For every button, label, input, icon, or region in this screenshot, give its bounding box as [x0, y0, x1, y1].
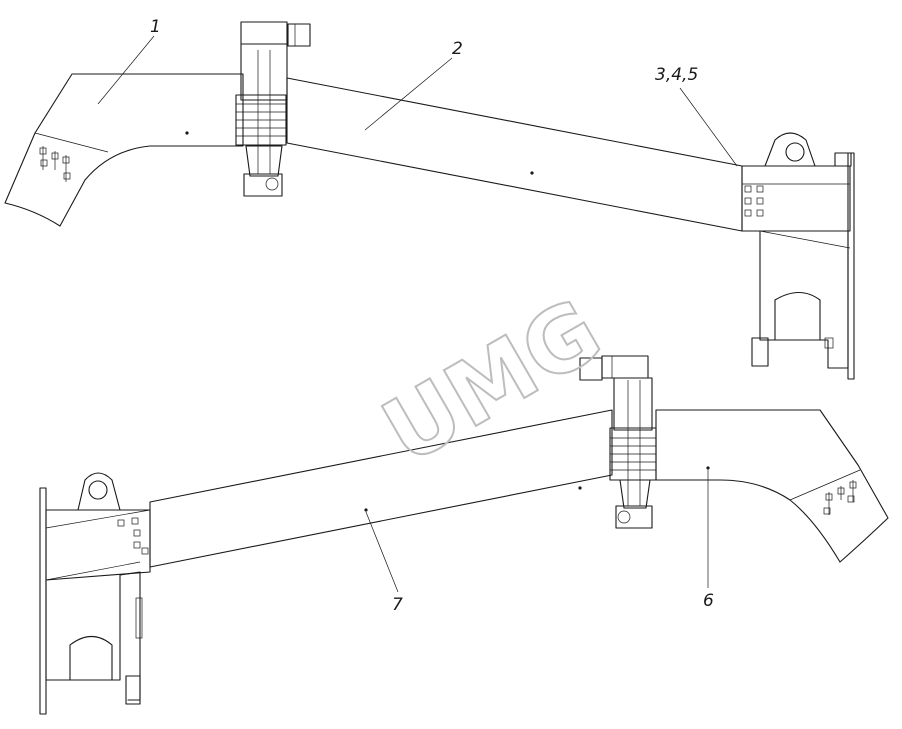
- upper-joint-mechanism: [235, 21, 311, 197]
- part-1-bolt-group: [39, 146, 71, 182]
- lower-assembly: 7 6: [39, 355, 889, 715]
- upper-callouts: 1 2 3,4,5: [97, 17, 738, 167]
- callout-3-4-5: 3,4,5: [655, 65, 698, 85]
- part-345-end-bracket: [741, 132, 855, 380]
- lower-end-bracket: [39, 472, 151, 715]
- part-2-main-tube: [286, 77, 743, 232]
- lower-callouts: 7 6: [365, 470, 714, 615]
- part-6-bent-arm: [655, 409, 889, 563]
- upper-assembly: 1 2 3,4,5: [4, 17, 855, 380]
- callout-2: 2: [452, 39, 463, 59]
- watermark: UMG: [366, 279, 618, 484]
- part-7-lower-tube: [149, 409, 613, 568]
- part-1-bent-arm: [4, 73, 244, 227]
- part-345-bolt-group: [744, 185, 764, 217]
- callout-6: 6: [703, 591, 714, 611]
- callout-1: 1: [150, 17, 161, 37]
- part-6-bolt-group: [823, 480, 857, 515]
- lower-bracket-bolt-group: [117, 517, 149, 555]
- callout-7: 7: [392, 595, 403, 615]
